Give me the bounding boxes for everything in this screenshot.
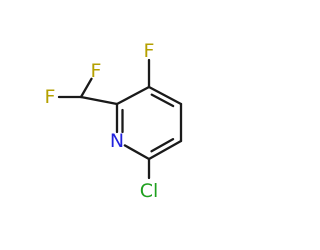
atom-label-f1: F (45, 86, 56, 108)
molecule-diagram: F F F Cl N (45, 40, 183, 202)
bond-c1-c2 (79, 95, 119, 106)
bond-c1-f2 (79, 77, 93, 99)
bond-c5-c6-inner (150, 137, 175, 153)
atom-label-cl: Cl (140, 180, 159, 202)
bond-c3-c4-inner (150, 93, 175, 108)
bond-layer (57, 58, 183, 180)
bond-c2-c3 (115, 85, 151, 106)
atom-label-n: N (110, 130, 124, 152)
bond-c3-c4 (147, 85, 183, 106)
atom-label-f2: F (91, 60, 102, 82)
atom-label-f3: F (144, 40, 155, 62)
atom-label-layer: F F F Cl N (45, 40, 159, 202)
bond-c5-c6 (147, 139, 183, 161)
bond-c6-n (123, 144, 151, 161)
